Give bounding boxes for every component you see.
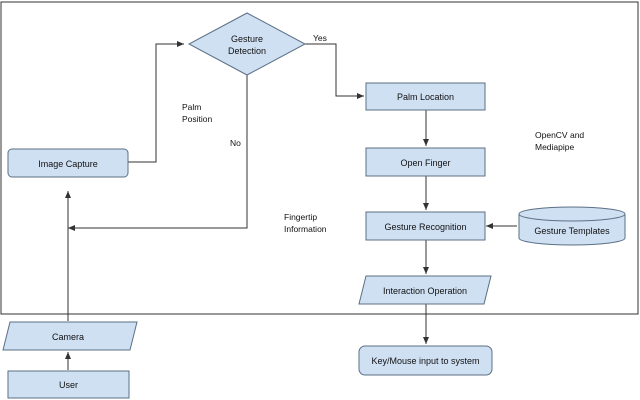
open-finger-node: Open Finger [365, 147, 486, 177]
camera-node: Camera [2, 321, 138, 351]
camera-label: Camera [52, 332, 84, 342]
edge-capture-to-detection [128, 41, 184, 163]
key-mouse-input-node: Key/Mouse input to system [358, 345, 493, 376]
edge-label-yes: Yes [313, 33, 327, 43]
gesture-recognition-label: Gesture Recognition [384, 222, 466, 232]
user-label: User [59, 380, 78, 390]
key-mouse-input-label: Key/Mouse input to system [371, 356, 479, 366]
palm-position-note-line1: Palm [182, 102, 201, 112]
opencv-mediapipe-note-line2: Mediapipe [535, 142, 574, 152]
open-finger-label: Open Finger [400, 158, 450, 168]
gesture-templates-label: Gesture Templates [534, 226, 610, 236]
gesture-detection-label-line2: Detection [228, 46, 266, 56]
system-boundary [0, 1, 639, 315]
interaction-operation-label: Interaction Operation [383, 286, 467, 296]
opencv-mediapipe-note-line1: OpenCV and [535, 130, 584, 140]
fingertip-information-note-line2: Information [284, 224, 327, 234]
palm-position-note-line2: Position [182, 114, 213, 124]
edge-label-no: No [230, 138, 241, 148]
fingertip-information-note-line1: Fingertip [284, 212, 317, 222]
gesture-recognition-node: Gesture Recognition [365, 211, 486, 241]
interaction-operation-node: Interaction Operation [358, 275, 492, 305]
gesture-templates-database: Gesture Templates [518, 206, 626, 246]
palm-location-node: Palm Location [365, 82, 486, 111]
image-capture-label: Image Capture [38, 159, 98, 169]
user-node: User [7, 370, 130, 399]
edge-detection-yes [305, 43, 364, 99]
gesture-detection-decision: Gesture Detection [187, 12, 307, 76]
gesture-detection-label-line1: Gesture [231, 34, 263, 44]
palm-location-label: Palm Location [397, 92, 454, 102]
image-capture-node: Image Capture [7, 148, 129, 178]
edge-detection-no [68, 75, 248, 231]
